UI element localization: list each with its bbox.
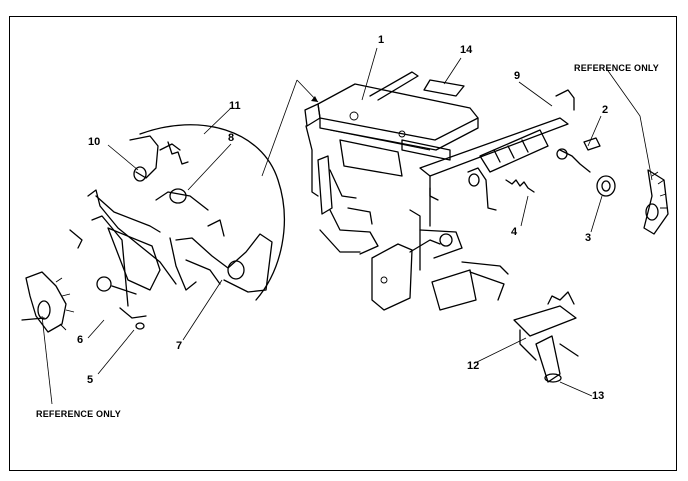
diagram-frame xyxy=(9,16,677,471)
callout-13: 13 xyxy=(592,390,605,402)
reference-gear-left xyxy=(21,271,75,333)
callout-1: 1 xyxy=(378,34,385,46)
lower-bracket xyxy=(371,187,509,311)
reference-only-label-left: REFERENCE ONLY xyxy=(36,409,121,419)
part-5-screw xyxy=(135,322,145,330)
callout-14: 14 xyxy=(460,44,473,56)
callout-7: 7 xyxy=(176,340,183,352)
side-rail xyxy=(419,89,575,201)
callout-12: 12 xyxy=(467,360,480,372)
main-frame-part xyxy=(304,71,479,255)
reference-gear-right xyxy=(643,169,669,235)
detail-circle-arc xyxy=(139,124,285,301)
part-3-bushing xyxy=(556,148,616,197)
reference-only-label-right: REFERENCE ONLY xyxy=(574,63,659,73)
part-2-clip xyxy=(583,137,601,151)
callout-3: 3 xyxy=(585,232,592,244)
leader-lines xyxy=(41,47,653,405)
callout-9: 9 xyxy=(514,70,521,82)
detail-subassembly xyxy=(69,135,273,319)
part-14-plate xyxy=(423,79,465,97)
callout-2: 2 xyxy=(602,104,609,116)
part-12-13-assembly xyxy=(513,291,579,383)
detail-pointer-line xyxy=(261,79,298,177)
callout-8: 8 xyxy=(228,132,235,144)
part-4-spring xyxy=(505,179,535,193)
callout-5: 5 xyxy=(87,374,94,386)
callout-4: 4 xyxy=(511,226,518,238)
callout-11: 11 xyxy=(229,100,241,112)
callout-6: 6 xyxy=(77,334,84,346)
callout-10: 10 xyxy=(88,136,101,148)
